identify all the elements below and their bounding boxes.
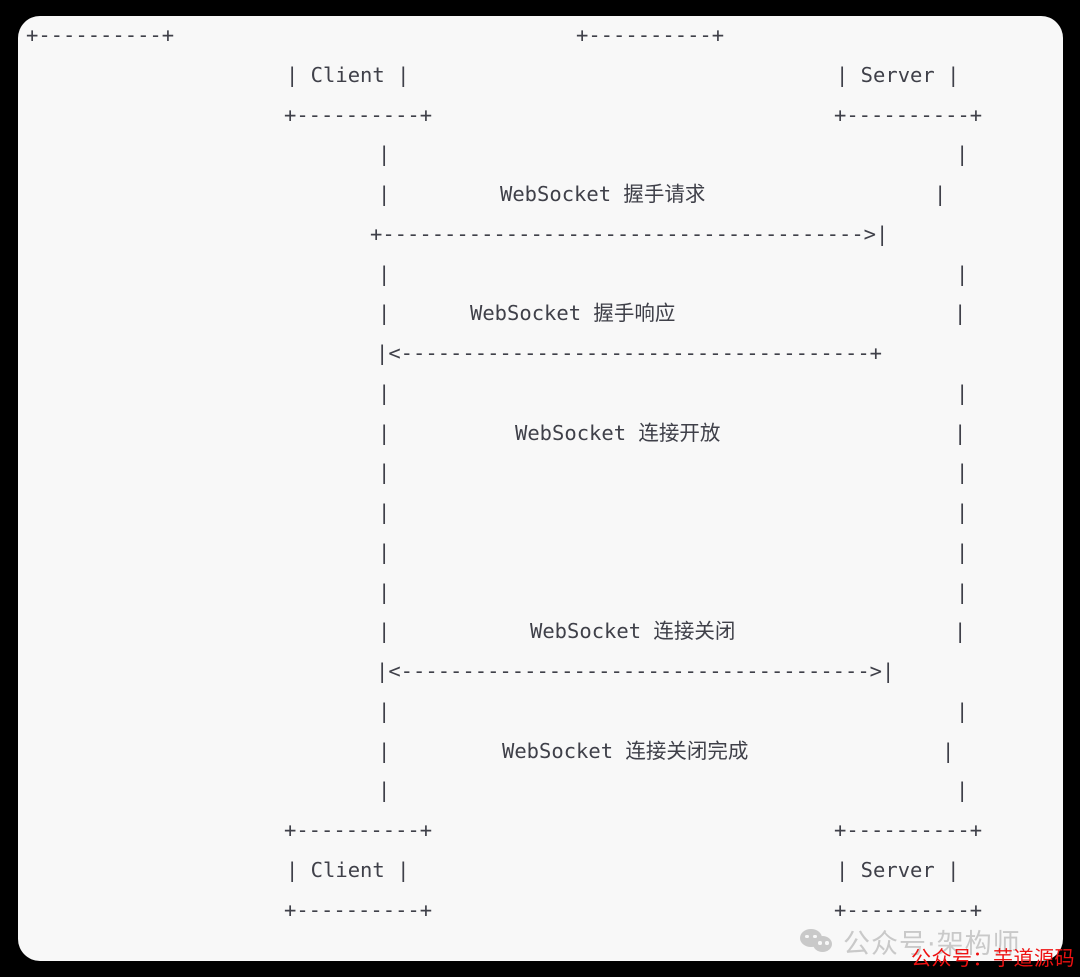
lifeline-seg-1: | — [956, 380, 969, 405]
message-label-1-seg-0: | — [378, 182, 391, 206]
message-label-4-seg-0: | — [378, 619, 391, 644]
message-arrow-2-seg-0: |<--------------------------------------… — [376, 341, 883, 365]
stray-box-borders: +----------+ +----------+ — [18, 16, 1063, 56]
participant-labels-top-seg-0: | Client | — [286, 62, 410, 87]
participant-labels-top-seg-1: | Server | — [836, 62, 960, 87]
box-bottom-top-seg-0: +----------+ — [284, 102, 433, 127]
message-label-2: | WebSocket 握手响应 | — [18, 294, 1063, 334]
message-label-2-seg-2: | — [954, 301, 967, 326]
message-arrow-2: |<--------------------------------------… — [18, 334, 1063, 374]
box-top-bottom-seg-1: +----------+ — [834, 818, 983, 842]
participant-labels-top: | Client | | Server | — [18, 56, 1063, 96]
message-label-1-seg-1: WebSocket 握手请求 — [500, 182, 706, 206]
diagram-card: +----------+ +----------+ | Client | | Serv… — [18, 16, 1063, 961]
lifeline: || — [18, 533, 1063, 573]
message-label-3-seg-1: WebSocket 连接开放 — [515, 420, 721, 445]
stray-box-borders-seg-0: +----------+ — [26, 23, 175, 47]
lifeline-seg-0: | — [378, 380, 391, 405]
message-label-1-seg-2: | — [934, 182, 947, 206]
message-label-5-seg-2: | — [942, 738, 955, 763]
box-bottom-top: +----------+ +----------+ — [18, 96, 1063, 136]
lifeline: || — [18, 493, 1063, 533]
stray-box-borders-seg-1: +----------+ — [576, 23, 725, 47]
message-label-5: | WebSocket 连接关闭完成 | — [18, 732, 1063, 772]
box-top-bottom: +----------+ +----------+ — [18, 811, 1063, 851]
lifeline-seg-0: | — [378, 539, 391, 564]
lifeline-seg-0: | — [378, 698, 391, 723]
lifeline-seg-0: | — [378, 460, 391, 485]
message-label-2-seg-0: | — [378, 301, 391, 326]
lifeline-seg-0: | — [378, 142, 391, 167]
box-bottom-top-seg-1: +----------+ — [834, 102, 983, 127]
message-label-3-seg-2: | — [954, 420, 967, 445]
lifeline-seg-1: | — [956, 778, 969, 803]
box-top-bottom-seg-0: +----------+ — [284, 818, 433, 842]
box-bottom-bottom-seg-0: +----------+ — [284, 897, 433, 922]
lifeline: || — [18, 771, 1063, 811]
message-arrow-4-seg-0: |<--------------------------------------… — [376, 659, 895, 683]
lifeline: || — [18, 692, 1063, 732]
box-bottom-bottom-seg-1: +----------+ — [834, 897, 983, 922]
lifeline: || — [18, 255, 1063, 295]
message-arrow-4: |<--------------------------------------… — [18, 652, 1063, 692]
lifeline: || — [18, 374, 1063, 414]
lifeline-seg-1: | — [956, 698, 969, 723]
participant-labels-bottom-seg-1: | Server | — [836, 857, 960, 882]
message-label-4: | WebSocket 连接关闭 | — [18, 612, 1063, 652]
message-label-3: | WebSocket 连接开放 | — [18, 414, 1063, 454]
message-arrow-1: +---------------------------------------… — [18, 215, 1063, 255]
message-label-5-seg-1: WebSocket 连接关闭完成 — [502, 738, 749, 763]
message-label-4-seg-2: | — [954, 619, 967, 644]
ascii-sequence-diagram: +----------+ +----------+ | Client | | Serv… — [18, 16, 1063, 961]
lifeline-seg-0: | — [378, 778, 391, 803]
message-label-2-seg-1: WebSocket 握手响应 — [470, 301, 676, 326]
message-label-3-seg-0: | — [378, 420, 391, 445]
participant-labels-bottom-seg-0: | Client | — [286, 857, 410, 882]
message-arrow-1-seg-0: +---------------------------------------… — [370, 221, 889, 246]
lifeline: || — [18, 135, 1063, 175]
lifeline: || — [18, 453, 1063, 493]
lifeline-seg-0: | — [378, 261, 391, 286]
lifeline-seg-1: | — [956, 500, 969, 524]
lifeline-seg-1: | — [956, 539, 969, 564]
lifeline-seg-1: | — [956, 460, 969, 485]
lifeline: || — [18, 573, 1063, 613]
lifeline-seg-1: | — [956, 142, 969, 167]
message-label-1: | WebSocket 握手请求 | — [18, 175, 1063, 215]
lifeline-seg-1: | — [956, 261, 969, 286]
message-label-5-seg-0: | — [378, 738, 391, 763]
message-label-4-seg-1: WebSocket 连接关闭 — [530, 619, 736, 644]
box-bottom-bottom: +----------+ +----------+ — [18, 891, 1063, 931]
lifeline-seg-1: | — [956, 579, 969, 604]
lifeline-seg-0: | — [378, 579, 391, 604]
participant-labels-bottom: | Client | | Server | — [18, 851, 1063, 891]
lifeline-seg-0: | — [378, 500, 391, 524]
